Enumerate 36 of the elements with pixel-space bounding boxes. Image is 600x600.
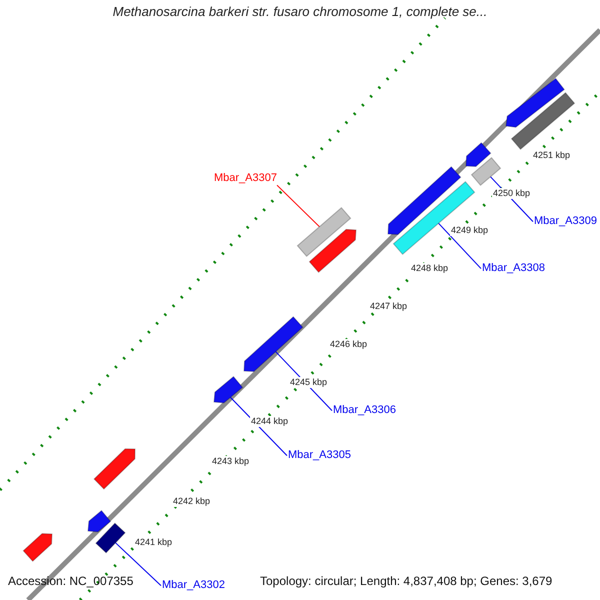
gene-label: Mbar_A3306	[333, 404, 396, 418]
scale-label: 4248 kbp	[410, 263, 450, 274]
gene-feature	[510, 92, 576, 150]
scale-label: 4249 kbp	[450, 225, 490, 236]
gene-feature	[308, 228, 357, 273]
info-text: Accession: NC_007355	[8, 574, 134, 588]
gene-label: Mbar_A3307	[214, 172, 277, 186]
leader-line	[438, 222, 482, 270]
scale-label: 4244 kbp	[250, 416, 290, 427]
scale-label: 4246 kbp	[329, 339, 368, 350]
gene-label: Mbar_A3302	[162, 579, 225, 592]
gene-feature	[95, 522, 126, 554]
gene-feature	[213, 376, 244, 404]
gene-feature	[243, 316, 304, 372]
gene-feature	[505, 78, 565, 128]
scale-label: 4245 kbp	[289, 377, 328, 388]
gene-feature	[87, 510, 112, 532]
gene-feature	[470, 157, 502, 186]
gene-feature	[296, 207, 352, 257]
info-text: Topology: circular; Length: 4,837,408 bp; Genes: 3,679	[260, 574, 552, 588]
gene-feature	[22, 533, 53, 562]
gene-label: Mbar_A3305	[288, 449, 351, 462]
gene-label: Mbar_A3309	[534, 215, 597, 228]
leader-line	[115, 542, 162, 586]
scale-label: 4251 kbp	[532, 150, 572, 161]
leader-line	[276, 184, 320, 228]
scale-label: 4250 kbp	[492, 188, 532, 199]
gene-label: Mbar_A3308	[482, 262, 545, 276]
gene-feature	[93, 448, 136, 490]
gene-feature	[465, 142, 492, 167]
gene-feature	[392, 181, 476, 255]
scale-label: 4241 kbp	[134, 537, 174, 548]
scale-label: 4243 kbp	[211, 456, 250, 467]
scale-label: 4242 kbp	[172, 496, 212, 507]
scale-label: 4247 kbp	[369, 301, 408, 312]
title: Methanosarcina barkeri str. fusaro chromosome 1, complete se...	[112, 4, 488, 20]
